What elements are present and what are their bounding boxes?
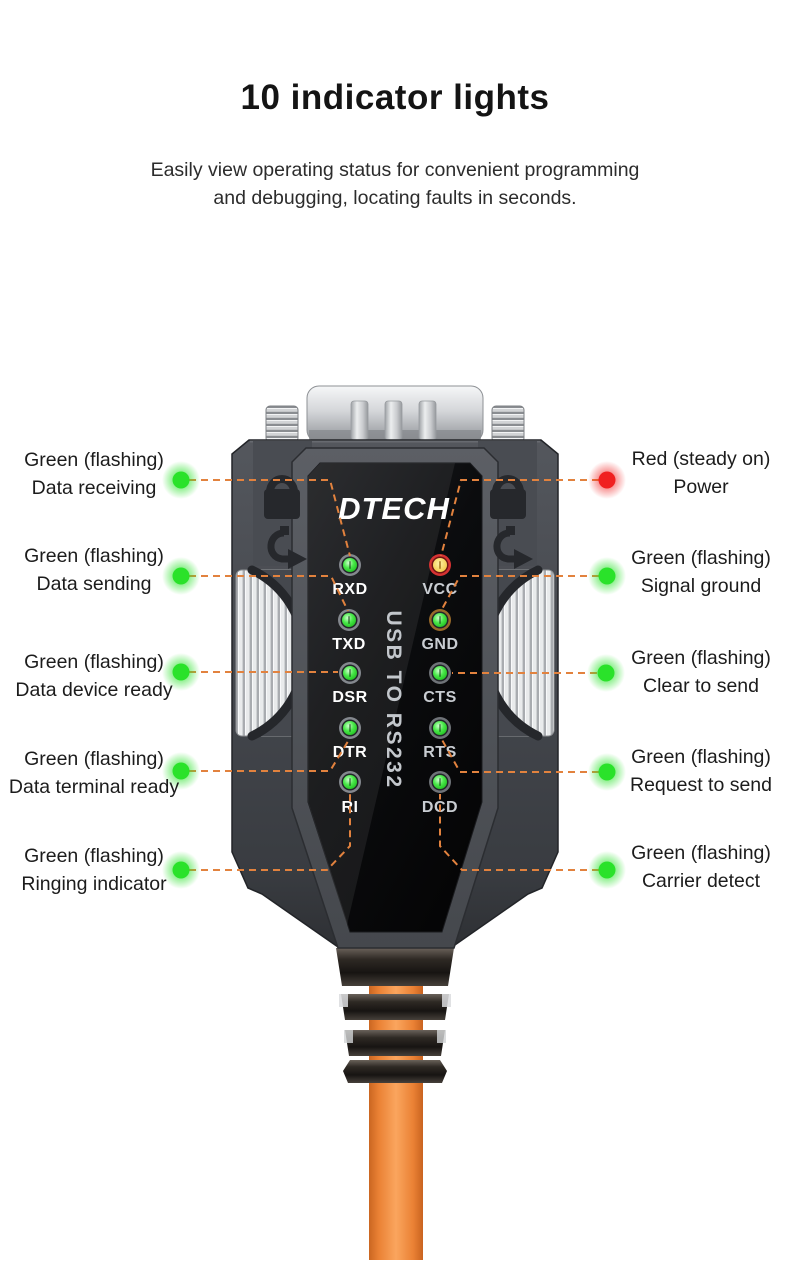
led-gnd: GND — [421, 609, 458, 653]
callout-label: Power — [673, 475, 729, 498]
callout-status: Green (flashing) — [24, 545, 164, 567]
callout-ringing-indicator: Green (flashing) Ringing indicator — [0, 843, 188, 898]
callout-label: Data receiving — [31, 476, 157, 499]
svg-text:DTR: DTR — [333, 744, 367, 761]
panel-vertical-text: USB TO RS232 — [382, 611, 405, 790]
device-body — [231, 439, 559, 949]
callout-request-to-send: Green (flashing) Request to send — [610, 744, 790, 799]
callout-label: Carrier detect — [641, 869, 761, 892]
callout-data-terminal-ready: Green (flashing) Data terminal ready — [0, 746, 188, 801]
svg-text:TXD: TXD — [332, 636, 366, 653]
callout-label: Request to send — [629, 773, 772, 796]
led-dtr: DTR — [333, 717, 367, 761]
indicator-dot-clear-to-send — [587, 654, 625, 692]
callout-status: Green (flashing) — [631, 647, 771, 669]
callout-data-sending: Green (flashing) Data sending — [0, 543, 188, 598]
callout-data-receiving: Green (flashing) Data receiving — [0, 447, 188, 502]
page-subtitle: Easily view operating status for conveni… — [0, 156, 790, 212]
led-cts: CTS — [423, 662, 457, 706]
led-dsr: DSR — [332, 662, 367, 706]
callout-carrier-detect: Green (flashing) Carrier detect — [610, 840, 790, 895]
callout-power: Red (steady on) Power — [610, 446, 790, 501]
indicator-dot-carrier-detect — [588, 851, 626, 889]
callout-status: Green (flashing) — [24, 651, 164, 673]
indicator-dot-data-terminal-ready — [162, 752, 200, 790]
rotate-arrow-icon-right — [493, 526, 533, 569]
lock-icon-left — [264, 475, 300, 519]
callout-data-device-ready: Green (flashing) Data device ready — [0, 649, 188, 704]
callout-status: Green (flashing) — [24, 449, 164, 471]
subtitle-line-1: Easily view operating status for conveni… — [150, 159, 640, 181]
rotate-arrow-icon-left — [267, 526, 307, 569]
svg-text:DSR: DSR — [332, 689, 367, 706]
leader-lines — [189, 479, 599, 871]
indicator-dot-ringing-indicator — [162, 851, 200, 889]
callout-status: Green (flashing) — [631, 547, 771, 569]
svg-text:CTS: CTS — [423, 689, 457, 706]
strain-relief — [336, 948, 454, 1083]
callout-status: Green (flashing) — [24, 748, 164, 770]
callout-label: Ringing indicator — [21, 872, 167, 895]
thumbscrew-right — [491, 405, 525, 443]
callout-signal-ground: Green (flashing) Signal ground — [610, 545, 790, 600]
callout-label: Data sending — [36, 572, 152, 595]
callout-status: Green (flashing) — [631, 746, 771, 768]
svg-text:RXD: RXD — [332, 581, 367, 598]
callout-label: Data terminal ready — [8, 775, 180, 798]
indicator-dot-power — [588, 461, 626, 499]
svg-text:GND: GND — [421, 636, 458, 653]
db9-connector — [306, 385, 484, 443]
brand-logo: DTECH — [338, 491, 450, 526]
thumbscrew-left — [265, 405, 299, 443]
indicator-dot-signal-ground — [588, 557, 626, 595]
indicator-dot-request-to-send — [588, 753, 626, 791]
callout-label: Data device ready — [15, 678, 173, 701]
indicator-dot-data-receiving — [162, 461, 200, 499]
led-rxd: RXD — [332, 554, 367, 598]
indicator-dot-data-sending — [162, 557, 200, 595]
cable — [369, 946, 423, 1260]
led-vcc: VCC — [422, 554, 457, 598]
svg-text:VCC: VCC — [422, 581, 457, 598]
callout-status: Green (flashing) — [631, 842, 771, 864]
svg-text:RTS: RTS — [423, 744, 457, 761]
led-txd: TXD — [332, 609, 366, 653]
callout-label: Clear to send — [643, 674, 759, 697]
callout-label: Signal ground — [640, 574, 762, 597]
subtitle-line-2: and debugging, locating faults in second… — [213, 187, 577, 209]
indicator-dot-data-device-ready — [162, 653, 200, 691]
callout-status: Red (steady on) — [631, 448, 771, 470]
led-rts: RTS — [423, 717, 457, 761]
page-title: 10 indicator lights — [240, 78, 550, 117]
callout-status: Green (flashing) — [24, 845, 164, 867]
callout-clear-to-send: Green (flashing) Clear to send — [610, 645, 790, 700]
